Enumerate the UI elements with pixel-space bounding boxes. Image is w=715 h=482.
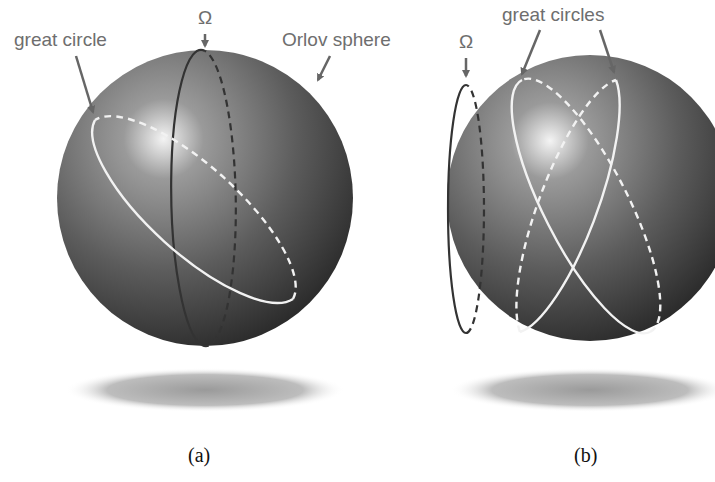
great-circle (522, 79, 660, 332)
symbol-label: Ω (198, 8, 212, 29)
great-circle (516, 80, 616, 332)
leader-arrow (600, 30, 614, 72)
orlov-sphere (447, 55, 715, 341)
omega-circle (171, 50, 205, 345)
callout-label: great circles (502, 5, 604, 26)
leader-arrow (204, 34, 207, 46)
shadow (65, 368, 345, 412)
great-circle (520, 80, 620, 332)
subfigure-caption: (b) (574, 444, 597, 466)
omega-circle (466, 85, 484, 333)
callout-label: great circle (14, 30, 107, 51)
omega-circle (202, 51, 236, 346)
leader-arrow (76, 56, 93, 112)
great-circle (95, 116, 296, 299)
callout-label: Orlov sphere (282, 30, 391, 51)
leader-arrow (522, 30, 540, 74)
great-circle (512, 80, 650, 333)
shadow (450, 368, 715, 412)
symbol-label: Ω (459, 32, 473, 53)
orlov-sphere (57, 50, 353, 346)
subfigure-caption: (a) (188, 444, 210, 466)
leader-arrow (465, 58, 468, 76)
omega-circle (448, 85, 466, 333)
great-circle (92, 120, 293, 303)
leader-arrow (318, 56, 330, 80)
